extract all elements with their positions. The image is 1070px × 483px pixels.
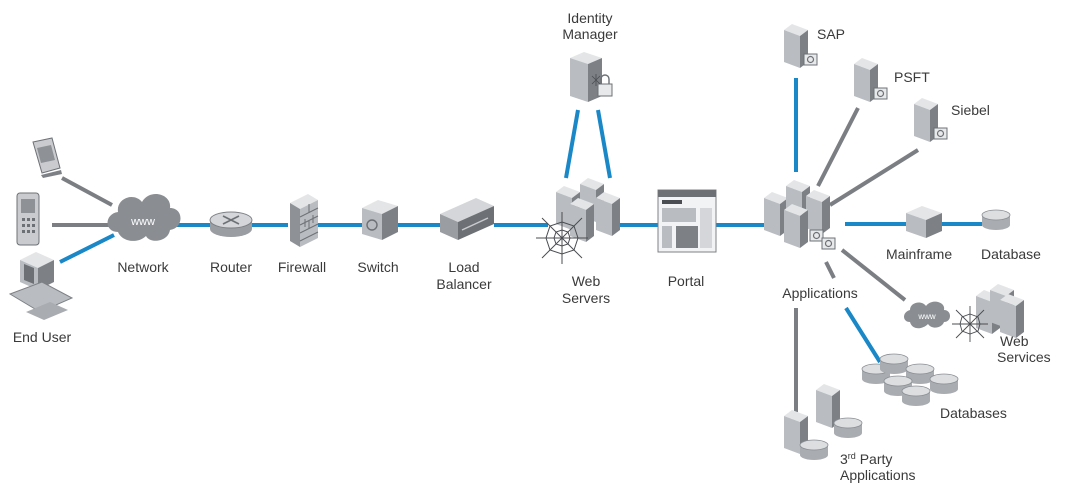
label-database: Database (981, 246, 1041, 262)
database-icon (861, 353, 959, 407)
label-identity: Identity (567, 10, 612, 26)
secure-server-icon (570, 52, 613, 102)
label-portal: Portal (668, 273, 705, 289)
cloud-www-text: www (130, 216, 155, 228)
server-icon (816, 384, 863, 439)
label-end-user: End User (13, 329, 72, 345)
label-third-party-applications: Applications (840, 467, 916, 483)
desktop-computer-icon (8, 252, 74, 320)
link-apps-down-short (824, 261, 836, 279)
label-switch: Switch (357, 259, 398, 275)
load-balancer-icon (440, 198, 494, 240)
label-third-party: 3rd Party (840, 451, 892, 467)
link-apps-databases (844, 306, 882, 364)
label-load: Load (448, 259, 479, 275)
label-web-services-2: Services (997, 349, 1051, 365)
label-applications: Applications (782, 285, 858, 301)
mobile-phone-icon (16, 192, 40, 246)
database-icon (981, 209, 1011, 231)
label-web-servers-1: Web (572, 273, 601, 289)
link-apps-webservices (840, 248, 907, 302)
firewall-icon (290, 194, 319, 247)
link-pc-network (59, 233, 115, 264)
connection-lines (52, 78, 982, 412)
link-apps-psft (816, 107, 860, 187)
pda-icon (32, 137, 62, 178)
label-web-services-1: Web (1000, 333, 1029, 349)
label-psft: PSFT (894, 69, 930, 85)
link-pda-network (61, 176, 113, 207)
spider-web-icon (952, 306, 988, 342)
label-siebel: Siebel (951, 102, 990, 118)
router-icon (209, 211, 253, 237)
server-icon (854, 58, 888, 102)
cloud-icon: www (904, 301, 950, 329)
server-cluster-icon (764, 180, 836, 250)
label-balancer: Balancer (436, 276, 492, 292)
link-identity-webservers-right (596, 109, 612, 179)
label-router: Router (210, 259, 252, 275)
label-databases: Databases (940, 405, 1007, 421)
gear-icon (809, 229, 836, 250)
labels: End User Network Router Firewall Switch … (13, 10, 1051, 483)
server-icon (914, 98, 948, 142)
label-web-servers-2: Servers (562, 290, 610, 306)
label-sap: SAP (817, 26, 845, 42)
switch-icon (362, 200, 398, 240)
label-firewall: Firewall (278, 259, 326, 275)
link-identity-webservers-left (564, 109, 580, 179)
link-apps-siebel (828, 148, 920, 207)
label-mainframe: Mainframe (886, 246, 952, 262)
server-cluster-icon (556, 178, 620, 242)
portal-page-icon (657, 189, 717, 253)
label-network: Network (117, 259, 169, 275)
server-icon (784, 24, 818, 68)
cloud-icon: www (107, 194, 181, 241)
mainframe-icon (906, 206, 942, 238)
spider-web-icon (536, 212, 588, 264)
label-manager: Manager (562, 26, 618, 42)
cloud-www-text: www (917, 312, 936, 321)
